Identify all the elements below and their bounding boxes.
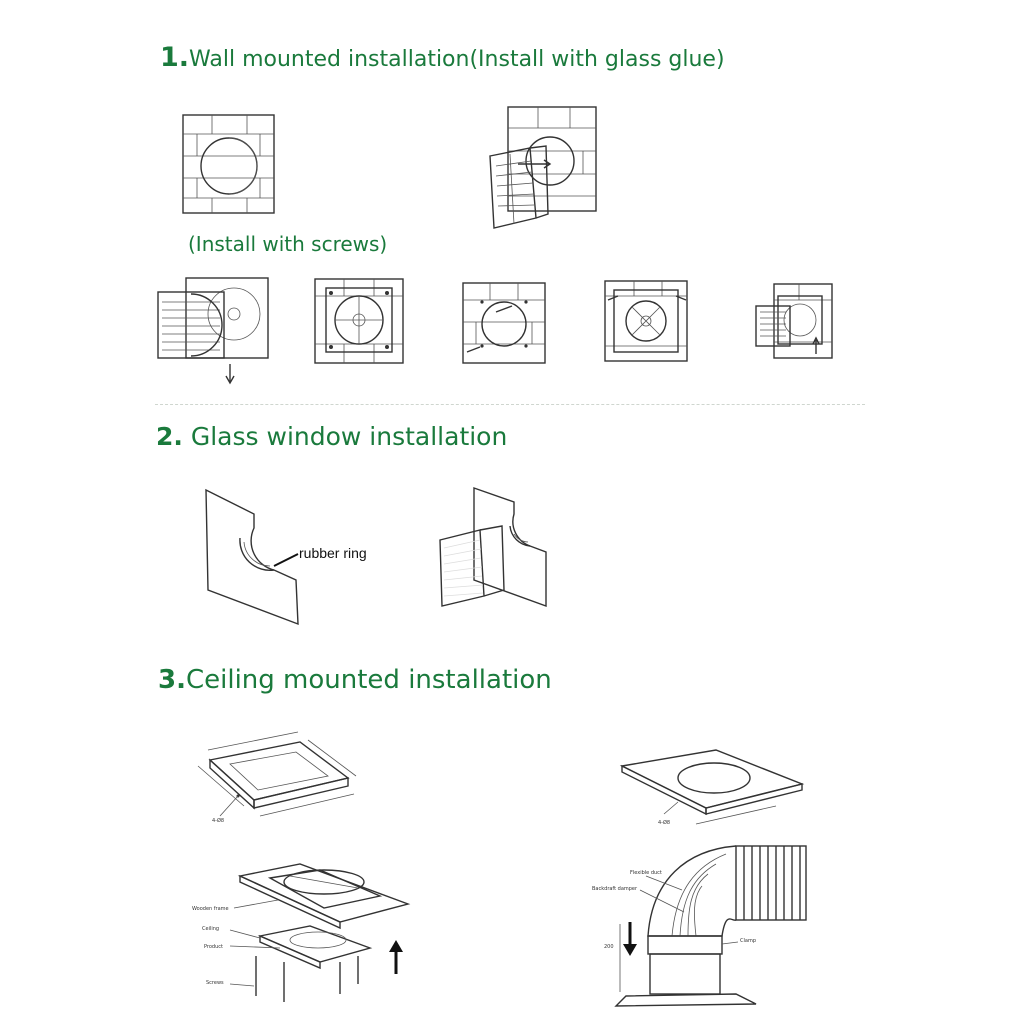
wooden-frame-dimension-drawing: 4-Ø8 (197, 731, 357, 824)
section-1-heading: 1.Wall mounted installation(Install with… (160, 42, 725, 73)
wall-hole-illustration (182, 114, 275, 214)
wooden-frame-label: Wooden frame (192, 906, 229, 912)
section-title: Wall mounted installation(Install with g… (189, 47, 725, 72)
backdraft-damper-label: Backdraft damper (592, 886, 638, 892)
height-label: 200 (604, 944, 614, 950)
section-3-heading: 3.Ceiling mounted installation (158, 665, 552, 695)
clamp-label: Clamp (740, 938, 756, 944)
section-2-heading: 2. Glass window installation (156, 422, 507, 451)
section-1-subtitle: (Install with screws) (188, 232, 388, 256)
ceiling-assembly-drawing: Wooden frame Ceiling Product Screws (192, 863, 411, 1002)
holes-label: 4-Ø8 (658, 819, 670, 826)
glass-panel-illustration (205, 488, 299, 626)
ceiling-board-drawing: 4-Ø8 (619, 749, 805, 826)
screw-step-1-illustration (157, 277, 269, 385)
section-title: Ceiling mounted installation (185, 665, 552, 695)
holes-label: 4-Ø8 (212, 817, 224, 824)
wall-fan-glue-illustration (489, 106, 597, 229)
screw-step-2-illustration (314, 278, 404, 364)
callout-line (273, 553, 299, 567)
ceiling-label: Ceiling (202, 926, 219, 932)
section-number: 2. (156, 422, 183, 451)
glass-panel-fan-illustration (439, 487, 547, 607)
screw-step-3-illustration (462, 282, 546, 364)
section-divider (155, 404, 865, 405)
section-title: Glass window installation (190, 422, 508, 451)
section-number: 1. (160, 42, 190, 73)
screw-step-5-illustration (755, 283, 833, 359)
rubber-ring-callout: rubber ring (299, 545, 367, 561)
screw-step-4-illustration (604, 280, 688, 362)
product-label: Product (204, 944, 223, 950)
section-number: 3. (158, 665, 186, 695)
duct-assembly-drawing: Flexible duct Backdraft damper Clamp 200 (592, 845, 807, 1007)
flexible-duct-label: Flexible duct (630, 870, 662, 876)
screws-label: Screws (206, 980, 224, 986)
